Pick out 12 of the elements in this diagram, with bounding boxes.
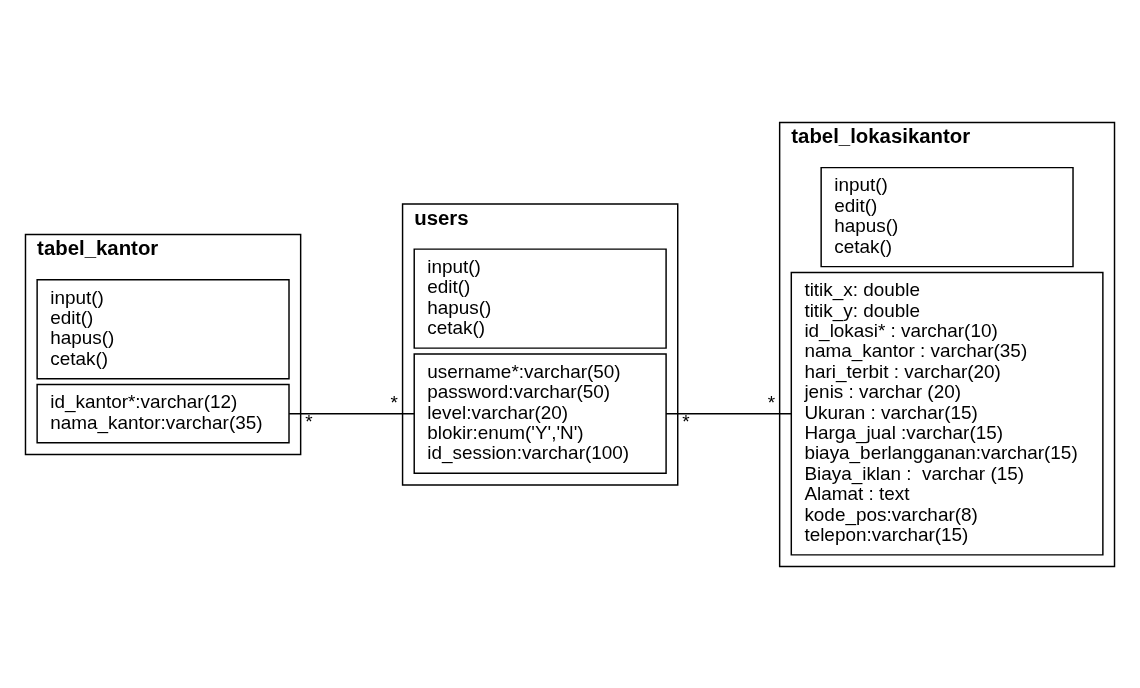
node-box: input() edit() hapus() cetak() — [413, 247, 667, 349]
label: * — [390, 391, 398, 413]
node-box: titik_x: double titik_y: double id_lokasi* : varchar(10) nama_kantor : varchar(35) hari_terbit : varchar(20) jenis : varchar (20) Ukuran : varchar(15) Harga_jual :varchar(15) biaya_berlangganan:varchar(15) Biaya_iklan : varchar (15) Alamat : text kode_pos:varchar(8) telepon:varchar(15) — [790, 271, 1104, 556]
node-box: input() edit() hapus() cetak() — [820, 166, 1074, 267]
connector — [665, 412, 792, 414]
label: * — [767, 391, 776, 413]
label: * — [305, 410, 313, 432]
label: * — [682, 410, 690, 432]
node-box: id_kantor*:varchar(12) nama_kantor:varchar(35) — [36, 383, 290, 443]
node-box: username*:varchar(50) password:varchar(50) level:varchar(20) blokir:enum('Y','N') id_session:varchar(100) — [413, 352, 667, 474]
node-box: input() edit() hapus() cetak() — [36, 278, 290, 379]
connector — [288, 412, 415, 414]
